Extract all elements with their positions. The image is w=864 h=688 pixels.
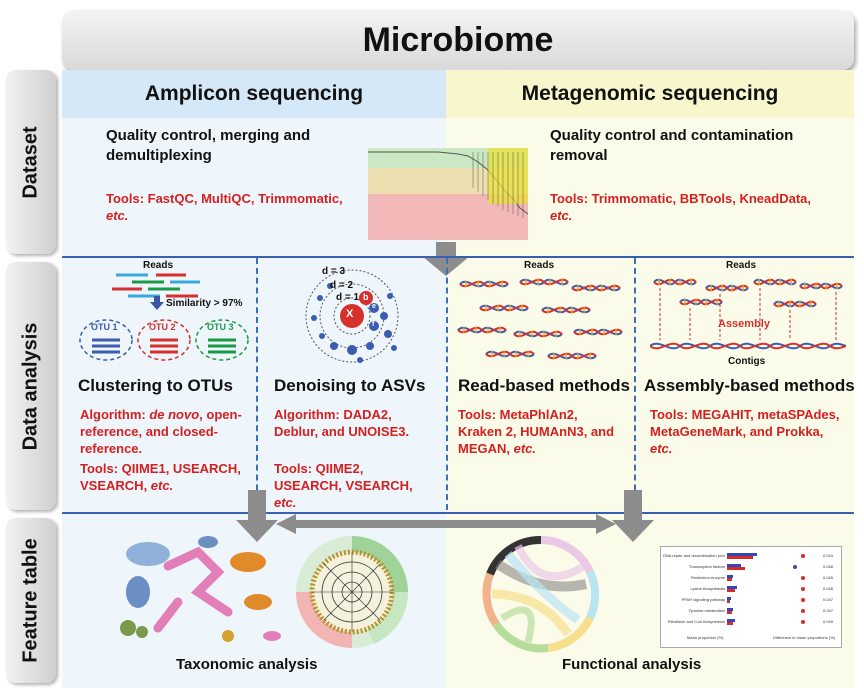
mini-row-label: Transcription factors: [688, 564, 725, 569]
assembly-diagram: [650, 278, 846, 350]
mini-diff-point: [801, 609, 805, 613]
mini-p-value: 0.043: [823, 553, 834, 558]
meta-dataset-desc: Quality control and contamination remova…: [550, 127, 794, 164]
readbased-reads-label: Reads: [524, 260, 555, 271]
mini-p-value: 0.048: [823, 586, 834, 591]
mini-bar-red: [727, 578, 732, 581]
similarity-label: Similarity > 97%: [166, 298, 243, 309]
mini-diff-point: [801, 554, 805, 558]
asv-e-label: e: [372, 303, 376, 310]
meta-dataset-tools: Tools: Trimmomatic, BBTools, KneadData, …: [550, 191, 811, 223]
readbased-tools: Tools: MetaPhlAn2, Kraken 2, HUMAnN3, an…: [458, 407, 615, 456]
asv-distance-diagram: [305, 269, 399, 363]
clustering-tools: Tools: QIIME1, USEARCH, VSEARCH, etc.: [80, 461, 241, 493]
mini-bar-red: [727, 556, 753, 559]
mini-diff-point: [793, 565, 797, 569]
arrow-down-small-icon: [150, 296, 164, 310]
d1-label: d = 1: [336, 292, 360, 303]
mini-row-label: Riboflavin and CoA biosynthesis: [667, 619, 725, 624]
denoising-tools: Tools: QIIME2, USEARCH, VSEARCH, etc.: [274, 461, 413, 510]
assembly-label: Assembly: [718, 318, 770, 330]
sidebar-tab-dataset: Dataset: [6, 70, 56, 254]
mini-bar-blue: [727, 564, 741, 567]
quality-plot-image: [368, 148, 528, 240]
clustering-algorithm: Algorithm: de novo, open-reference, and …: [80, 407, 242, 456]
assembly-reads-label: Reads: [726, 260, 757, 271]
mini-bar-red: [727, 611, 732, 614]
bacteria-illustration: [120, 536, 281, 642]
functional-caption: Functional analysis: [562, 656, 702, 673]
asv-center-label: X: [346, 308, 354, 320]
clustering-title: Clustering to OTUs: [78, 376, 233, 395]
mini-xlabel-left: Mean proportion (%): [687, 635, 724, 640]
clustering-reads-label: Reads: [143, 260, 174, 271]
sidebar-label-analysis: Data analysis: [19, 322, 42, 450]
mini-p-value: 0.045: [823, 575, 834, 580]
sidebar-tab-feature: Feature table: [6, 518, 56, 683]
sidebar-label-feature: Feature table: [19, 538, 42, 663]
divider-1: [256, 258, 258, 510]
asv-b-label: b: [363, 292, 369, 302]
denoising-title: Denoising to ASVs: [274, 376, 426, 395]
mini-row-label: Lysine biosynthesis: [690, 586, 725, 591]
mini-bar-red: [727, 589, 735, 592]
mini-row-label: DNA repair and recombination proteins: [663, 553, 725, 558]
d2-label: d = 2: [330, 280, 354, 291]
functional-mini-chart: DNA repair and recombination proteins 0.0…: [660, 546, 842, 648]
sidebar-tab-analysis: Data analysis: [6, 262, 56, 510]
main-title: Microbiome: [62, 10, 854, 70]
contigs-label: Contigs: [728, 356, 766, 367]
metagenomic-header: Metagenomic sequencing: [446, 70, 854, 118]
otu-clusters-icon: [79, 319, 249, 361]
mini-diff-point: [801, 620, 805, 624]
mini-p-value: 0.048: [823, 564, 834, 569]
mini-bar-blue: [727, 597, 731, 600]
readbased-title: Read-based methods: [458, 376, 630, 395]
mini-bar-red: [727, 567, 745, 570]
mini-bar-blue: [727, 608, 733, 611]
left-down-arrow-icon: [236, 490, 278, 542]
d3-label: d = 3: [322, 266, 346, 277]
mini-row-label: Restriction enzyme: [690, 575, 725, 580]
mini-diff-point: [801, 576, 805, 580]
denoising-algorithm: Algorithm: DADA2, Deblur, and UNOISE3.: [274, 407, 410, 439]
mini-diff-point: [801, 598, 805, 602]
mini-row-label: Tyrosine metabolism: [688, 608, 725, 613]
mini-bar-blue: [727, 575, 733, 578]
mini-bar-red: [727, 600, 730, 603]
divider-2: [446, 258, 448, 510]
sidebar-label-dataset: Dataset: [19, 125, 42, 199]
mini-bar-blue: [727, 619, 735, 622]
double-arrow-icon: [276, 514, 616, 534]
right-down-arrow-icon: [612, 490, 654, 542]
dna-reads-icon: [457, 278, 623, 360]
assembly-tools: Tools: MEGAHIT, metaSPAdes, MetaGeneMark…: [650, 407, 840, 456]
otu3-label: OTU 3: [207, 322, 234, 332]
phylogenetic-tree-image: [296, 536, 409, 648]
mini-diff-point: [801, 587, 805, 591]
feature-arrows: [236, 490, 654, 542]
mini-row-label: PPAR signaling pathway: [681, 597, 725, 602]
asv-f-label: f: [372, 321, 375, 328]
mini-bar-blue: [727, 586, 737, 589]
mini-xlabel-right: Difference in mean proportions (%): [773, 635, 835, 640]
separator-bottom: [62, 512, 854, 514]
separator-top: [62, 256, 854, 258]
chord-diagram-image: [482, 535, 600, 653]
mini-bar-blue: [727, 553, 757, 556]
amplicon-dataset-tools: Tools: FastQC, MultiQC, Trimmomatic, etc…: [106, 191, 343, 223]
taxonomic-caption: Taxonomic analysis: [176, 656, 318, 673]
reads-lines-icon: [112, 273, 200, 298]
mini-p-value: 0.049: [823, 619, 834, 624]
otu2-label: OTU 2: [149, 322, 176, 332]
divider-3: [634, 258, 636, 510]
amplicon-dataset-desc: Quality control, merging and demultiplex…: [106, 127, 311, 164]
mini-p-value: 0.047: [823, 597, 834, 602]
mini-p-value: 0.047: [823, 608, 834, 613]
mini-bar-red: [727, 622, 733, 625]
otu1-label: OTU 1: [91, 322, 118, 332]
assembly-title: Assembly-based methods: [644, 376, 855, 395]
amplicon-header: Amplicon sequencing: [62, 70, 446, 118]
